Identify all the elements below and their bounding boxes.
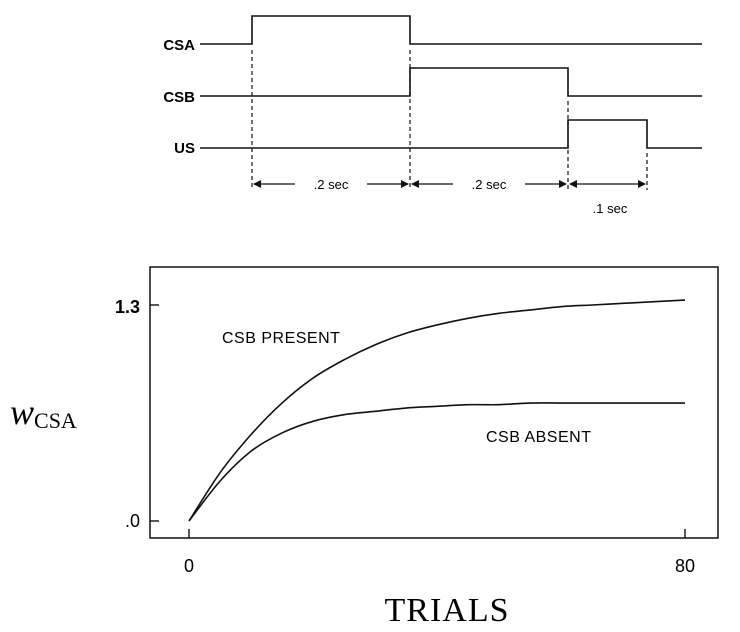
- series-label-csb-present: CSB PRESENT: [222, 330, 340, 347]
- signal-label-us: US: [174, 140, 195, 157]
- signal-trace-csa: [200, 15, 702, 45]
- duration-label-csa: .2 sec: [314, 177, 349, 192]
- signal-label-csa: CSA: [163, 37, 195, 54]
- x-tick-label-max: 80: [675, 556, 695, 576]
- series-line-csb-present: [188, 299, 686, 522]
- duration-label-us: .1 sec: [593, 201, 628, 216]
- y-tick-label-max: 1.3: [115, 297, 140, 317]
- signal-label-csb: CSB: [163, 89, 195, 106]
- signal-trace-us: [200, 119, 702, 149]
- timing-diagram: CSA CSB US .2 sec .2 sec .1 sec: [163, 15, 702, 216]
- signal-trace-csb: [200, 67, 702, 97]
- y-axis-label-main: w: [10, 392, 34, 432]
- y-tick-label-min: .0: [125, 511, 140, 531]
- y-axis-label: wCSA: [10, 392, 77, 433]
- duration-label-csb: .2 sec: [472, 177, 507, 192]
- line-chart: 1.3 .0 0 80 CSB PRESENT CSB ABSENT wCSA …: [10, 266, 719, 629]
- series-label-csb-absent: CSB ABSENT: [486, 429, 591, 446]
- x-tick-label-min: 0: [184, 556, 194, 576]
- plot-frame: [149, 266, 719, 539]
- series-line-csb-absent: [188, 402, 685, 522]
- x-axis-label: TRIALS: [385, 592, 510, 629]
- y-axis-label-subscript: CSA: [34, 408, 77, 433]
